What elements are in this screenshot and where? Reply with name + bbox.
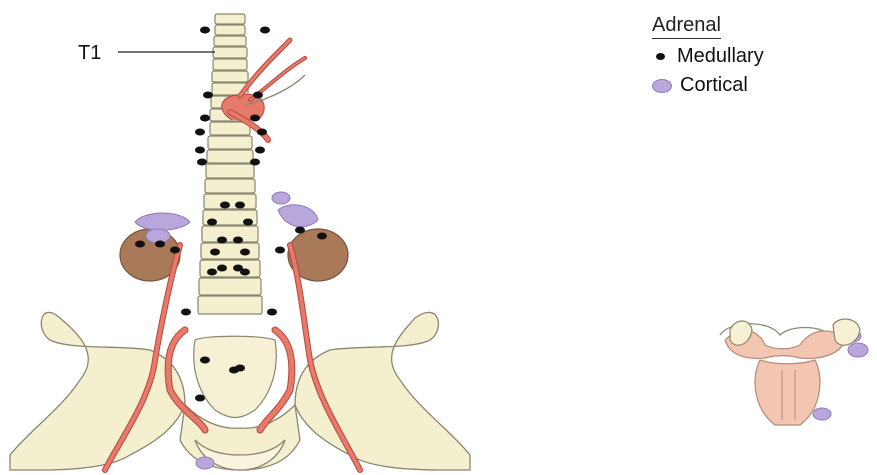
medullary-dot (203, 92, 213, 99)
cortical-oval (848, 343, 868, 357)
vertebra (202, 226, 258, 242)
medullary-dot (253, 92, 263, 99)
medullary-dot (200, 115, 210, 122)
medullary-dot (207, 269, 217, 276)
medullary-dot-icon (656, 53, 665, 60)
vertebra (201, 243, 259, 259)
medullary-dot (195, 129, 205, 136)
t1-label: T1 (78, 42, 101, 65)
medullary-dot (200, 357, 210, 364)
medullary-dot (260, 27, 270, 34)
vertebra (213, 47, 247, 58)
cortical-oval (196, 457, 214, 469)
legend-item-medullary: Medullary (652, 45, 764, 68)
medullary-dot (197, 159, 207, 166)
medullary-dot (267, 309, 277, 316)
sacrum (194, 336, 277, 417)
medullary-dot (135, 241, 145, 248)
medullary-dot (243, 219, 253, 226)
medullary-dot (207, 219, 217, 226)
medullary-dot (195, 395, 205, 402)
cortical-oval (813, 408, 831, 420)
medullary-dot (217, 265, 227, 272)
vertebra (198, 296, 262, 314)
medullary-dot (317, 233, 327, 240)
medullary-dot (220, 202, 230, 209)
vertebra (215, 14, 245, 24)
medullary-dot (250, 115, 260, 122)
medullary-dot (229, 367, 239, 374)
legend-title: Adrenal (652, 14, 721, 39)
vertebra (215, 25, 245, 35)
uterus-inset (720, 319, 860, 425)
medullary-dot (155, 241, 165, 248)
vertebra (204, 194, 256, 209)
medullary-dot (255, 147, 265, 154)
vertebra (206, 164, 254, 178)
vertebra (210, 122, 250, 135)
medullary-dot (210, 249, 220, 256)
medullary-dot (170, 247, 180, 254)
vertebra (205, 179, 255, 193)
medullary-dot (240, 249, 250, 256)
vertebra (213, 59, 247, 70)
cortical-oval-icon (652, 79, 672, 93)
medullary-dot (257, 129, 267, 136)
medullary-dot (240, 269, 250, 276)
medullary-dot (235, 202, 245, 209)
medullary-dot (217, 237, 227, 244)
vertebra (207, 150, 253, 163)
vertebra (208, 136, 252, 149)
vertebra (199, 278, 261, 295)
vertebra (214, 36, 246, 46)
medullary-dot (200, 27, 210, 34)
legend-item-cortical: Cortical (652, 74, 764, 97)
vertebra (212, 71, 248, 82)
legend-item-label: Cortical (680, 74, 748, 97)
medullary-dot (233, 237, 243, 244)
legend-item-label: Medullary (677, 45, 764, 68)
legend: Adrenal Medullary Cortical (652, 14, 764, 97)
medullary-dot (250, 159, 260, 166)
medullary-dot (275, 247, 285, 254)
medullary-dot (295, 227, 305, 234)
medullary-dot (181, 309, 191, 316)
medullary-dot (195, 147, 205, 154)
